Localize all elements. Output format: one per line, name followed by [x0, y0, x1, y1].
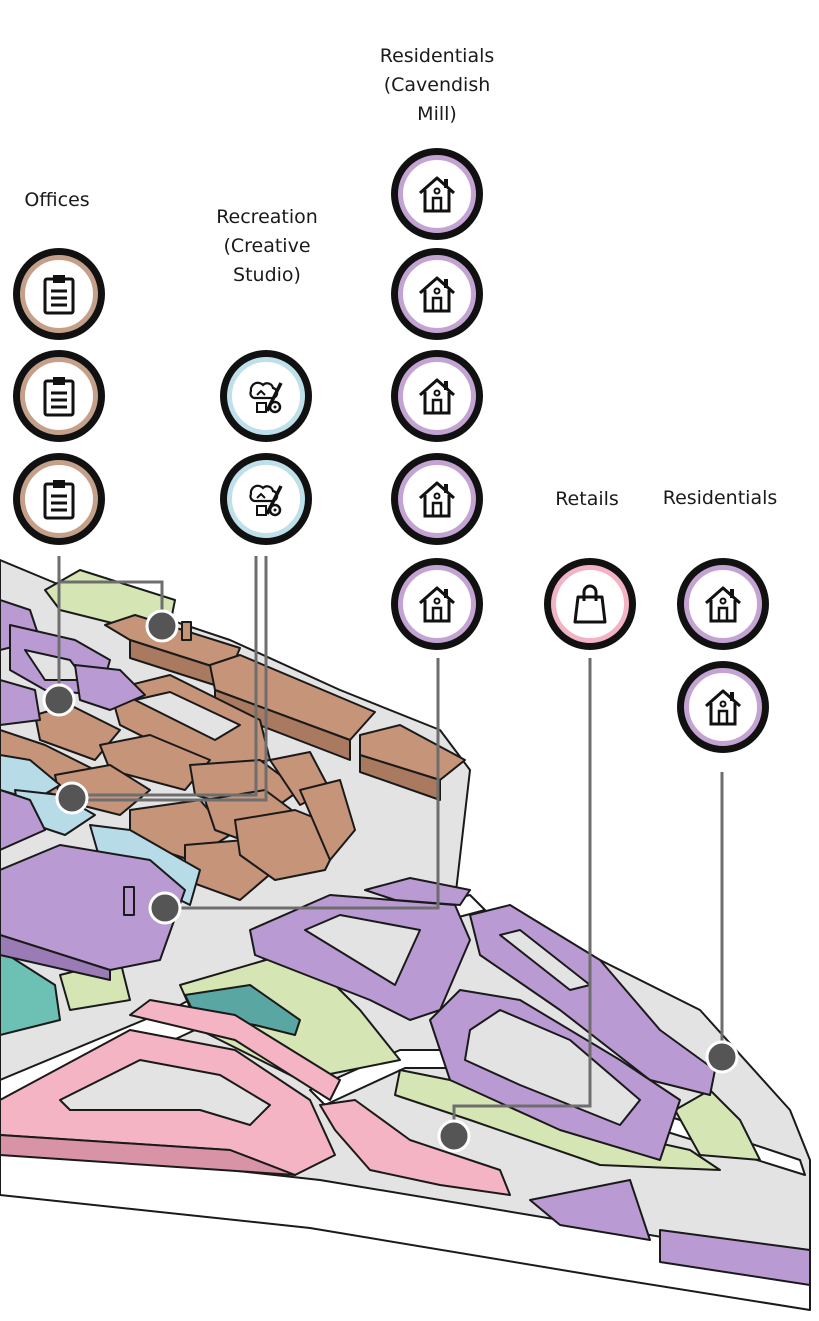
- residential-cavendish-connector: [165, 658, 440, 910]
- house-icon: [419, 176, 455, 213]
- residentials-dot[interactable]: [705, 1040, 739, 1074]
- residentials-badge[interactable]: [677, 661, 769, 753]
- recreation-badge[interactable]: [220, 350, 312, 442]
- residential-blocks: [0, 599, 811, 1286]
- creative-tools-icon: [249, 381, 283, 414]
- residentials-badge[interactable]: [677, 558, 769, 650]
- recreation-badge[interactable]: [220, 453, 312, 545]
- residentials-cavendish-badge[interactable]: [391, 148, 483, 240]
- clipboard-icon: [43, 275, 75, 315]
- shopping-bag-icon: [573, 584, 607, 624]
- connector-dots: [42, 609, 739, 1153]
- offices-dot-2[interactable]: [145, 609, 179, 643]
- house-icon: [705, 586, 741, 623]
- retails-label: Retails: [555, 488, 619, 510]
- residential-cavendish-dot[interactable]: [148, 891, 182, 925]
- residentials-cavendish-badge[interactable]: [391, 558, 483, 650]
- offices-badge[interactable]: [13, 350, 105, 442]
- house-icon: [419, 276, 455, 313]
- clipboard-icon: [43, 377, 75, 417]
- house-icon: [419, 378, 455, 415]
- residentials-cavendish-badge[interactable]: [391, 350, 483, 442]
- residentials-cavendish-badge[interactable]: [391, 453, 483, 545]
- retail-blocks: [0, 999, 511, 1196]
- bottom-road: [0, 1144, 811, 1311]
- recreation-dot[interactable]: [55, 781, 89, 815]
- clipboard-icon: [43, 480, 75, 520]
- residentials-label: Residentials: [662, 487, 778, 509]
- residentials-cavendish-badge[interactable]: [391, 248, 483, 340]
- offices-badge[interactable]: [13, 248, 105, 340]
- offices-label: Offices: [24, 189, 90, 211]
- retails-dot[interactable]: [437, 1119, 471, 1153]
- creative-tools-icon: [249, 484, 283, 517]
- recreation-connector-2: [72, 556, 258, 797]
- recreation-connector: [72, 556, 268, 802]
- retails-badge[interactable]: [544, 558, 636, 650]
- house-icon: [419, 586, 455, 623]
- teal-block: [0, 949, 61, 1036]
- offices-dot[interactable]: [42, 683, 76, 717]
- office-blocks: [0, 614, 466, 901]
- house-icon: [705, 689, 741, 726]
- house-icon: [419, 481, 455, 518]
- recreation-label: Recreation (Creative Studio): [216, 206, 318, 286]
- offices-badge[interactable]: [13, 453, 105, 545]
- residentials-cavendish-label: Residentials (Cavendish Mill): [379, 45, 495, 125]
